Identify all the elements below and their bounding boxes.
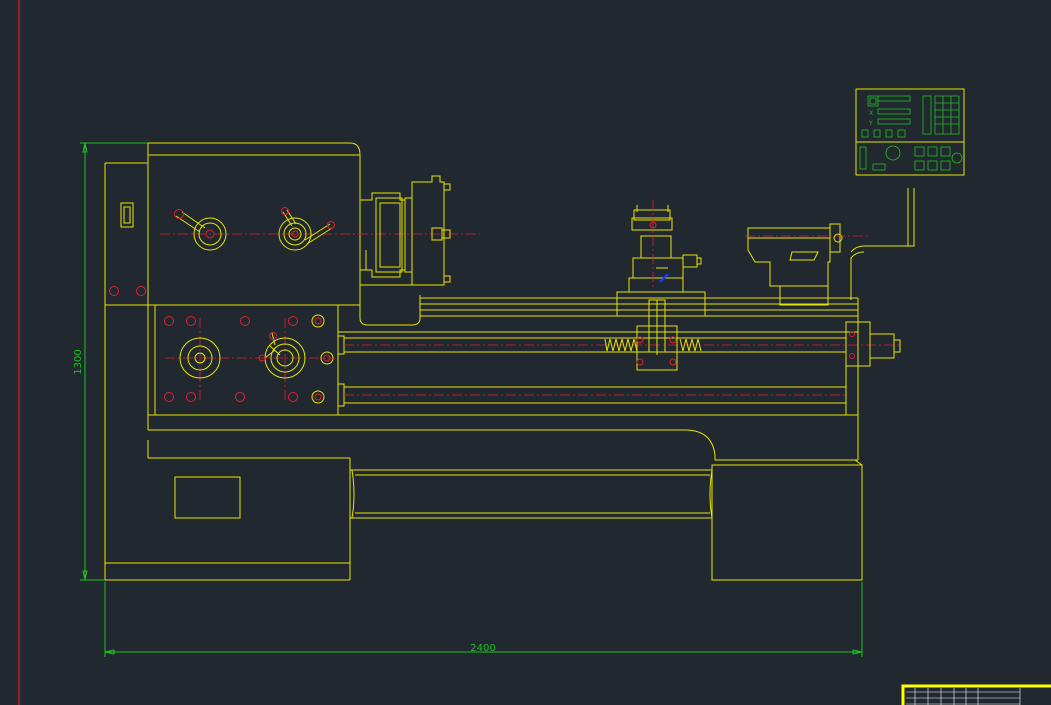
speed-lever-right <box>278 207 335 251</box>
title-block <box>901 684 1051 705</box>
cabinet-door <box>174 476 241 519</box>
feed-dial-left <box>179 337 221 379</box>
tailstock <box>745 188 915 460</box>
feed-dial-right <box>258 332 306 379</box>
panel-axis-x: X <box>869 110 873 117</box>
panel-axis-y: Y <box>868 120 873 127</box>
lathe-base <box>104 429 863 581</box>
dimension-height: 1300 <box>73 142 148 581</box>
oil-sight-window <box>120 202 134 228</box>
control-panel: X Y <box>855 88 965 176</box>
speed-lever-left <box>174 209 227 251</box>
dimension-height-label: 1300 <box>73 349 84 374</box>
headstock <box>104 142 480 306</box>
feed-gearbox <box>154 304 339 416</box>
lead-screw <box>148 335 900 416</box>
chuck <box>360 175 451 286</box>
dimension-length-label: 2400 <box>470 643 495 654</box>
carriage <box>616 200 706 371</box>
dimension-length: 2400 <box>104 582 863 657</box>
lathe-bed <box>104 284 858 440</box>
